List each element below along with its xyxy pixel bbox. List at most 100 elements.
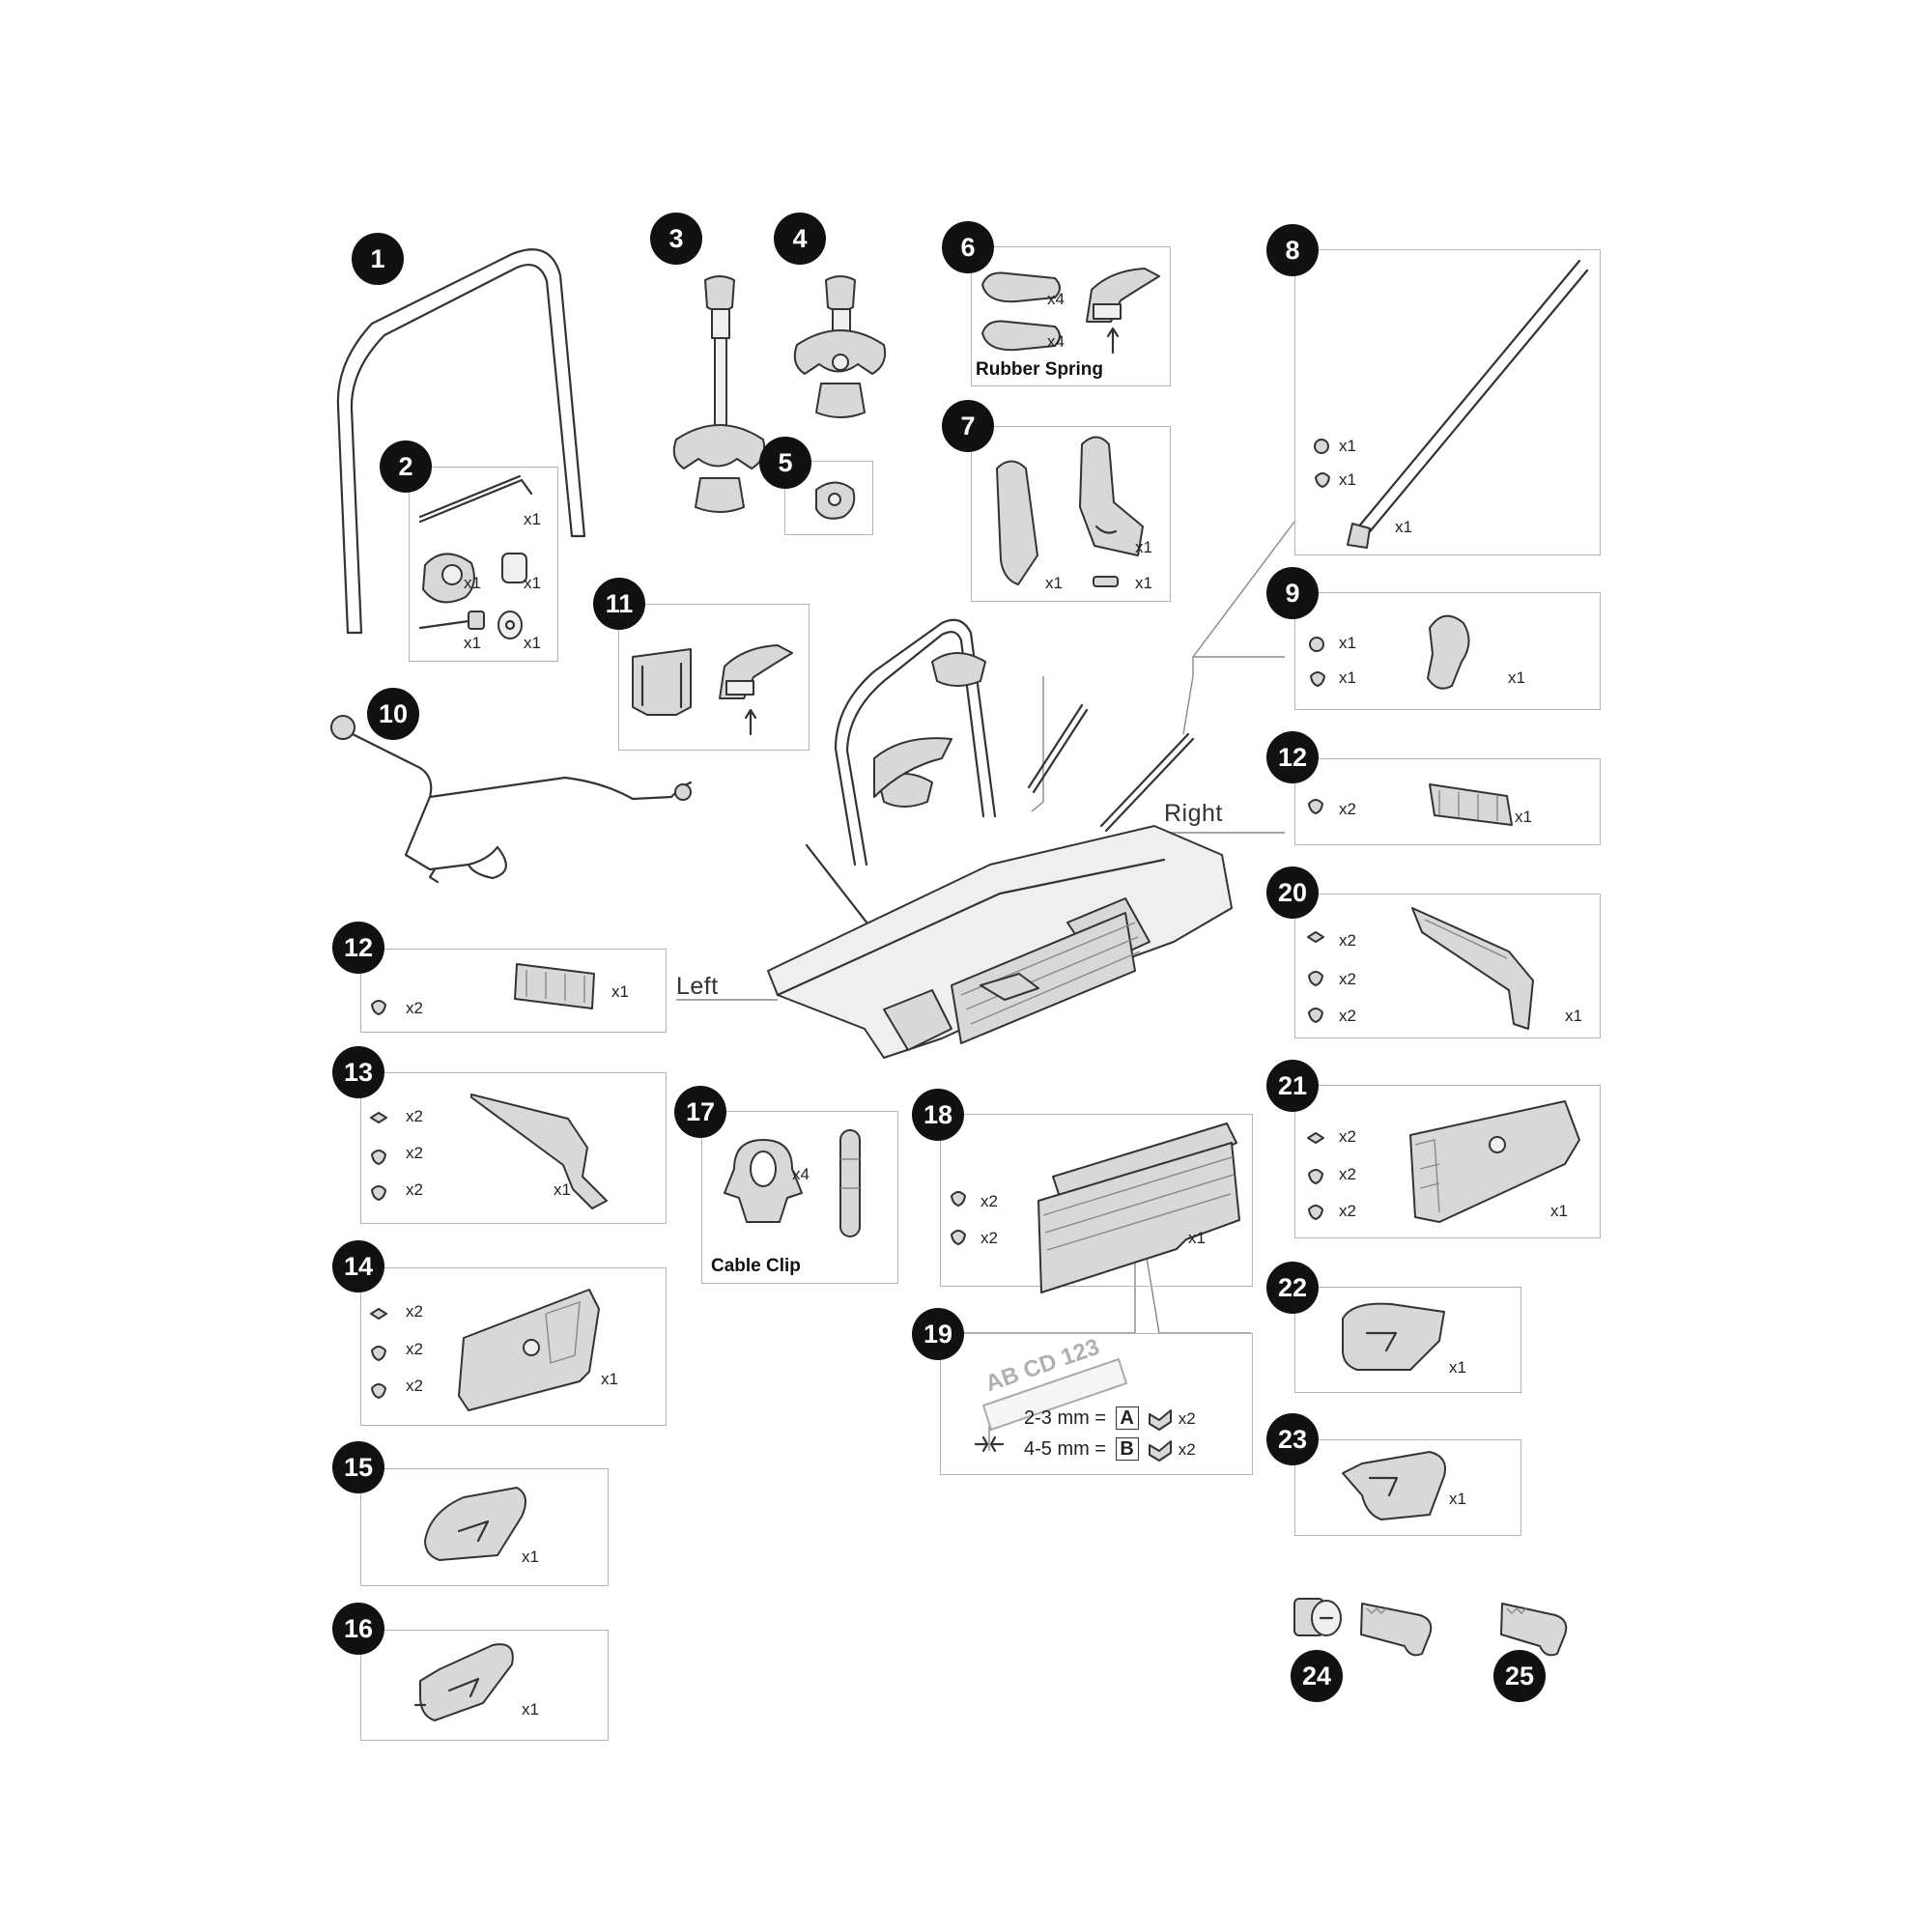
- quantity: x1: [522, 1700, 539, 1719]
- part-box-11: [618, 604, 810, 751]
- adapter-letter: B: [1115, 1437, 1139, 1461]
- quantity: x2: [406, 1340, 423, 1358]
- part-number-badge: 3: [650, 213, 702, 265]
- bike-carrier-assembly-icon: [767, 618, 1233, 1059]
- part-box-17: [701, 1111, 898, 1284]
- part-number-badge: 7: [942, 400, 994, 452]
- quantity: x2: [406, 1144, 423, 1162]
- plate-row-a: 2-3 mm = A x2: [1024, 1406, 1196, 1431]
- quantity: x2: [980, 1192, 998, 1210]
- quantity: x2: [1339, 1007, 1356, 1025]
- quantity: x4: [1047, 290, 1065, 308]
- long-frame-holder-icon: [672, 275, 766, 513]
- part-box-13: [360, 1072, 667, 1224]
- quantity: x2: [1339, 1165, 1356, 1183]
- adapter-letter: A: [1115, 1406, 1139, 1430]
- quantity: x1: [524, 574, 541, 592]
- part-number-badge: 23: [1266, 1413, 1319, 1465]
- quantity: x2: [406, 1107, 423, 1125]
- part-box-20: [1294, 894, 1601, 1038]
- part-box-22: [1294, 1287, 1521, 1393]
- tail-light-cover-right-icon: [413, 1643, 514, 1721]
- quantity: x1: [464, 574, 481, 592]
- part-number-badge: 8: [1266, 224, 1319, 276]
- quantity: x2: [406, 1180, 423, 1199]
- quantity: x2: [980, 1229, 998, 1247]
- part-box-9: [1294, 592, 1601, 710]
- quantity: x1: [1395, 518, 1412, 536]
- part-number-badge: 16: [332, 1603, 384, 1655]
- light-housing-right-icon: [1307, 907, 1534, 1030]
- part-number-badge: 1: [352, 233, 404, 285]
- part-number-badge: 22: [1266, 1262, 1319, 1314]
- part-number-badge: 24: [1291, 1650, 1343, 1702]
- part-box-18: [940, 1114, 1253, 1287]
- bow-frame-icon: [336, 248, 586, 635]
- part-box-2: [409, 467, 558, 662]
- part-box-23: [1294, 1439, 1521, 1536]
- hex-key-knob-bolt-icon: [418, 474, 533, 639]
- cable-clip-icon: [724, 1129, 861, 1237]
- adapter-a-icon: [1149, 1408, 1173, 1431]
- quantity: x1: [1550, 1202, 1568, 1220]
- quantity: x2: [406, 999, 423, 1017]
- part-number-badge: 25: [1493, 1650, 1546, 1702]
- quantity: x1: [1045, 574, 1063, 592]
- quantity: x2: [406, 1302, 423, 1321]
- quantity: x1: [554, 1180, 571, 1199]
- quantity: x1: [1449, 1490, 1466, 1508]
- light-housing-left-icon: [370, 1094, 608, 1209]
- part-box-16: [360, 1630, 609, 1741]
- quantity: x1: [1135, 574, 1152, 592]
- plate-row-b: 4-5 mm = B x2: [1024, 1437, 1196, 1462]
- quantity: x2: [1178, 1409, 1196, 1428]
- quantity: x2: [1178, 1440, 1196, 1459]
- quantity: x1: [1135, 538, 1152, 556]
- quantity: x1: [611, 982, 629, 1001]
- part-number-badge: 13: [332, 1046, 384, 1098]
- knob-icon: [815, 481, 856, 520]
- quantity: x1: [601, 1370, 618, 1388]
- short-frame-holder-icon: [793, 275, 887, 418]
- key-icon: [1500, 1603, 1568, 1657]
- part-number-badge: 19: [912, 1308, 964, 1360]
- part-box-21: [1294, 1085, 1601, 1238]
- thickness-range: 2-3 mm =: [1024, 1407, 1107, 1429]
- part-box-7: [971, 426, 1171, 602]
- part-box-8: [1294, 249, 1601, 555]
- quantity: x1: [1508, 668, 1525, 687]
- quantity: x2: [1339, 931, 1356, 950]
- part-caption: Cable Clip: [711, 1256, 801, 1276]
- side-label-right: Right: [1164, 800, 1223, 827]
- tilt-bracket-icon: [996, 436, 1144, 587]
- quantity: x1: [1515, 808, 1532, 826]
- quantity: x4: [792, 1165, 810, 1183]
- part-box-6: [971, 246, 1171, 386]
- light-cover-left-icon: [370, 1289, 600, 1411]
- part-box-14: [360, 1267, 667, 1426]
- quantity: x1: [1339, 634, 1356, 652]
- quantity: x1: [1339, 668, 1356, 687]
- part-number-badge: 10: [367, 688, 419, 740]
- quantity: x1: [524, 634, 541, 652]
- part-number-badge: 12: [332, 922, 384, 974]
- part-box-15: [360, 1468, 609, 1586]
- quantity: x1: [1188, 1229, 1206, 1247]
- part-number-badge: 17: [674, 1086, 726, 1138]
- part-number-badge: 20: [1266, 867, 1319, 919]
- quantity: x1: [524, 510, 541, 528]
- quantity: x2: [1339, 1202, 1356, 1220]
- thickness-range: 4-5 mm =: [1024, 1438, 1107, 1460]
- part-number-badge: 12: [1266, 731, 1319, 783]
- part-number-badge: 14: [332, 1240, 384, 1293]
- side-label-left: Left: [676, 973, 719, 1000]
- quantity: x2: [1339, 800, 1356, 818]
- part-number-badge: 9: [1266, 567, 1319, 619]
- plate-holder-net-icon: [951, 1122, 1240, 1293]
- cover-and-strap-icon: [632, 644, 793, 736]
- part-box-5: [784, 461, 873, 535]
- quantity: x2: [406, 1377, 423, 1395]
- support-arm-icon: [1314, 259, 1589, 549]
- part-number-badge: 21: [1266, 1060, 1319, 1112]
